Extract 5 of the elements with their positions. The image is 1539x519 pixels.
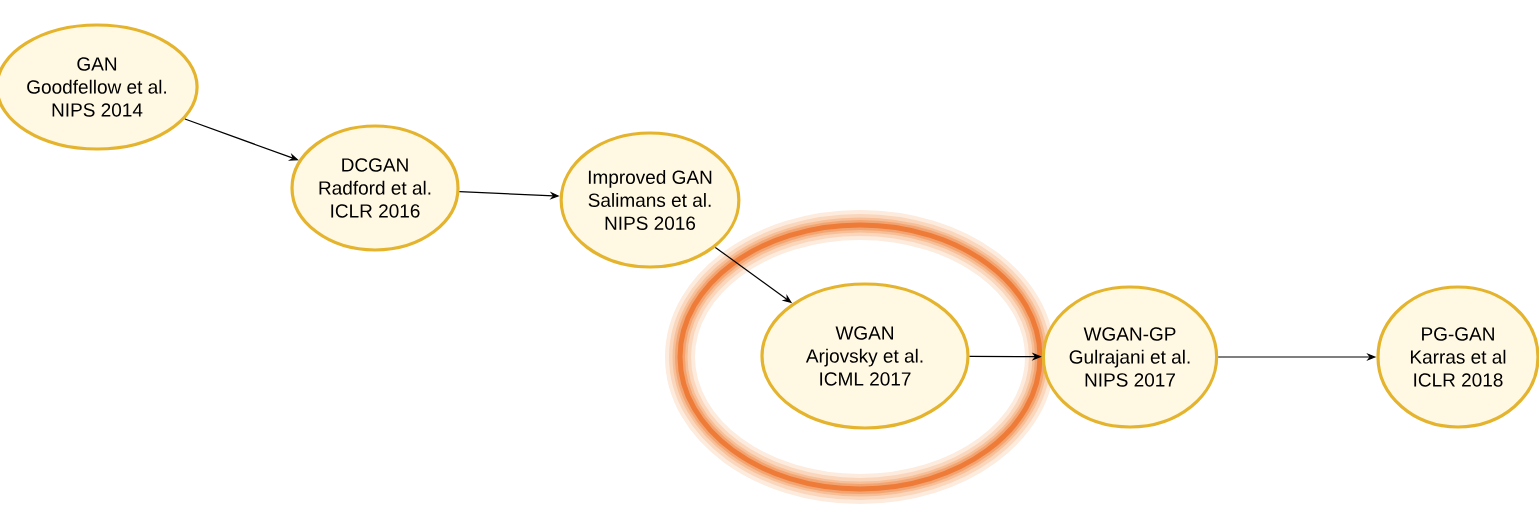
ellipse-node: Improved GAN Salimans et al. NIPS 2016	[559, 131, 741, 269]
ellipse-node: PG-GAN Karras et al ICLR 2018	[1376, 285, 1539, 429]
ellipse-node: WGAN-GP Gulrajani et al. NIPS 2017	[1041, 285, 1219, 429]
ellipse-node: DCGAN Radford et al. ICLR 2016	[290, 124, 460, 252]
ellipse-node: WGAN Arjovsky et al. ICML 2017	[760, 282, 970, 430]
